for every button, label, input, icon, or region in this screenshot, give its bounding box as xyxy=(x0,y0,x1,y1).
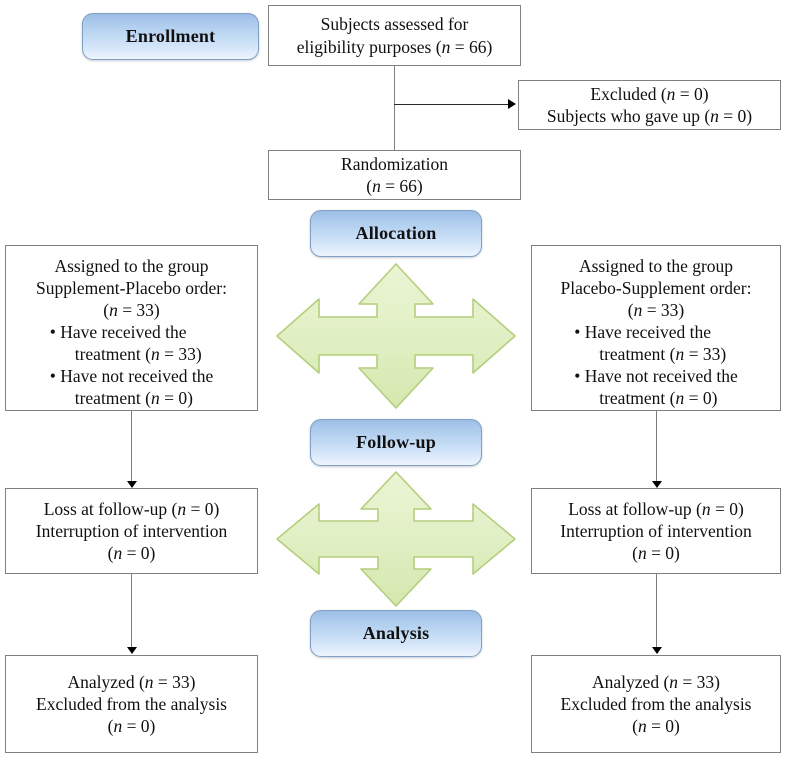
box-line: Excluded (n = 0) xyxy=(590,83,709,104)
box-line: eligibility purposes (n = 66) xyxy=(296,36,493,57)
assigned-supplement-placebo-box: Assigned to the group Supplement-Placebo… xyxy=(5,245,258,411)
box-line: Randomization xyxy=(341,153,448,174)
connector-assigned-to-loss-left xyxy=(131,411,132,487)
analyzed-right-box: Analyzed (n = 33) Excluded from the anal… xyxy=(531,655,781,753)
analyzed-left-box: Analyzed (n = 33) Excluded from the anal… xyxy=(5,655,258,753)
box-line: Placebo-Supplement order: xyxy=(560,278,752,299)
stage-label-followup: Follow-up xyxy=(310,419,482,466)
connector-assessed-to-excluded xyxy=(394,104,508,105)
connector-assigned-to-loss-right xyxy=(656,411,657,487)
connector-assessed-to-randomization xyxy=(394,66,395,150)
box-line: Analyzed (n = 33) xyxy=(592,671,720,692)
bullet-list: • Have received the treatment (n = 33) •… xyxy=(574,321,738,409)
box-line: Loss at follow-up (n = 0) xyxy=(43,498,220,519)
box-line: (n = 0) xyxy=(107,543,156,564)
stage-label-allocation-text: Allocation xyxy=(355,223,437,243)
stage-label-analysis-text: Analysis xyxy=(362,623,430,643)
arrowhead-to-excluded-icon xyxy=(508,99,516,109)
box-line: Loss at follow-up (n = 0) xyxy=(568,498,744,519)
box-line: Assigned to the group xyxy=(54,256,209,276)
box-line: (n = 0) xyxy=(632,543,680,564)
arrowhead-down-left-analysis-icon xyxy=(127,647,137,654)
box-line: (n = 0) xyxy=(107,716,156,737)
box-line: Subjects who gave up (n = 0) xyxy=(546,106,753,126)
box-line: Supplement-Placebo order: xyxy=(36,278,227,299)
connector-loss-to-analyzed-right xyxy=(656,574,657,653)
stage-label-analysis: Analysis xyxy=(310,610,482,657)
box-line: Interruption of intervention xyxy=(35,520,228,541)
box-line: (n = 33) xyxy=(627,300,685,321)
bullet-item-line2: treatment (n = 33) xyxy=(74,344,202,365)
stage-label-allocation: Allocation xyxy=(310,210,482,257)
four-way-arrow-allocation-icon xyxy=(276,263,516,409)
bullet-item: • Have received the treatment (n = 33) xyxy=(50,321,214,365)
bullet-item: • Have not received the treatment (n = 0… xyxy=(49,366,214,409)
box-line: Excluded from the analysis xyxy=(560,693,752,714)
connector-loss-to-analyzed-left xyxy=(131,574,132,653)
loss-followup-left-box: Loss at follow-up (n = 0) Interruption o… xyxy=(5,488,258,574)
box-line: Excluded from the analysis xyxy=(36,693,227,714)
loss-followup-right-box: Loss at follow-up (n = 0) Interruption o… xyxy=(531,488,781,574)
arrowhead-down-right-analysis-icon xyxy=(652,647,662,654)
box-line: Interruption of intervention xyxy=(560,520,752,541)
bullet-item: • Have received the treatment (n = 33) xyxy=(574,321,738,365)
box-line: (n = 0) xyxy=(632,716,680,737)
bullet-item: • Have not received the treatment (n = 0… xyxy=(574,366,738,409)
excluded-box: Excluded (n = 0) Subjects who gave up (n… xyxy=(518,80,781,130)
subjects-assessed-box: Subjects assessed for eligibility purpos… xyxy=(268,5,521,66)
box-line: (n = 66) xyxy=(366,176,423,196)
bullet-list: • Have received the treatment (n = 33) •… xyxy=(50,321,214,409)
stage-label-enrollment-text: Enrollment xyxy=(125,26,216,46)
bullet-item-line2: treatment (n = 0) xyxy=(599,388,718,409)
randomization-box: Randomization (n = 66) xyxy=(268,150,521,200)
bullet-item-line2: treatment (n = 33) xyxy=(599,344,727,365)
box-line: (n = 33) xyxy=(103,300,160,321)
box-line: Analyzed (n = 33) xyxy=(67,671,196,692)
assigned-placebo-supplement-box: Assigned to the group Placebo-Supplement… xyxy=(531,245,781,411)
arrowhead-down-right-followup-icon xyxy=(652,481,662,488)
four-way-arrow-followup-icon xyxy=(276,471,516,607)
stage-label-followup-text: Follow-up xyxy=(356,432,436,452)
box-line: Subjects assessed for xyxy=(320,14,469,35)
arrowhead-down-left-followup-icon xyxy=(127,481,137,488)
box-line: Assigned to the group xyxy=(578,256,734,276)
stage-label-enrollment: Enrollment xyxy=(82,13,259,60)
bullet-item-line2: treatment (n = 0) xyxy=(74,388,193,409)
